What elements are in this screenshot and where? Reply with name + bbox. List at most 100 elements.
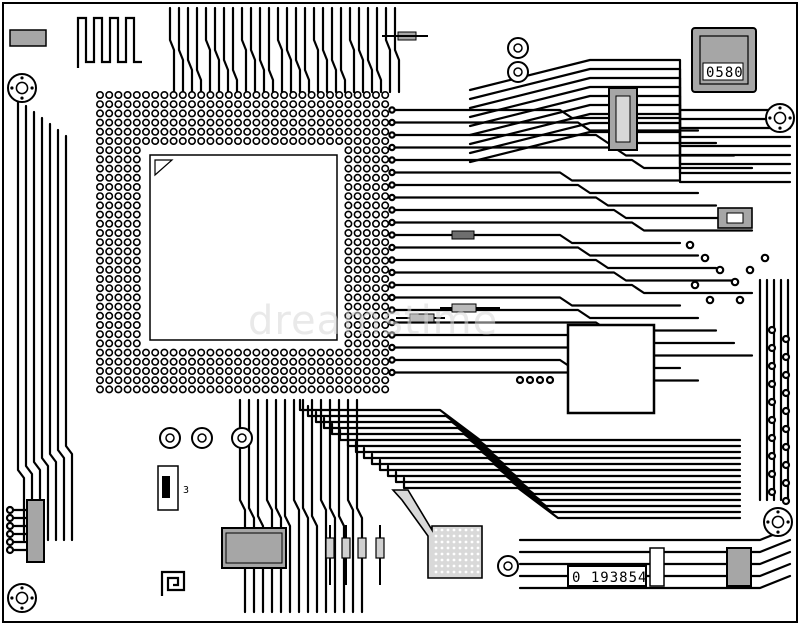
bga-pad bbox=[261, 357, 270, 366]
bga-pad bbox=[151, 385, 160, 394]
via bbox=[781, 424, 791, 434]
grid-pad bbox=[476, 528, 480, 532]
via bbox=[767, 415, 777, 425]
bga-pad bbox=[178, 109, 187, 118]
trace bbox=[390, 321, 718, 332]
bga-pad bbox=[142, 348, 151, 357]
bga-pad bbox=[344, 265, 353, 274]
bga-pad bbox=[206, 385, 215, 394]
bga-pad bbox=[224, 385, 233, 394]
bga-pad bbox=[123, 201, 132, 210]
trace bbox=[357, 6, 365, 94]
bga-pad bbox=[362, 137, 371, 146]
bga-pad bbox=[215, 137, 224, 146]
bga-pad bbox=[197, 348, 206, 357]
bga-pad bbox=[188, 366, 197, 375]
bga-pad bbox=[96, 385, 105, 394]
bga-pad bbox=[169, 385, 178, 394]
bga-pad bbox=[234, 385, 243, 394]
bga-pad bbox=[344, 173, 353, 182]
bga-pad bbox=[353, 265, 362, 274]
bga-pad bbox=[362, 229, 371, 238]
bga-pad bbox=[105, 183, 114, 192]
bga-pad bbox=[114, 155, 123, 164]
bga-pad bbox=[261, 100, 270, 109]
bga-pad bbox=[344, 284, 353, 293]
bga-pad bbox=[96, 155, 105, 164]
bga-pad bbox=[362, 357, 371, 366]
bga-pad bbox=[371, 348, 380, 357]
bga-pad bbox=[279, 357, 288, 366]
bga-pad bbox=[261, 109, 270, 118]
grid-pad bbox=[458, 540, 462, 544]
bga-pad bbox=[381, 366, 390, 375]
bga-pad bbox=[105, 118, 114, 127]
bga-pad bbox=[105, 164, 114, 173]
grid-pad bbox=[446, 528, 450, 532]
bga-pad bbox=[344, 100, 353, 109]
bga-pad bbox=[362, 210, 371, 219]
trace bbox=[394, 470, 742, 514]
bga-pad bbox=[362, 348, 371, 357]
via bbox=[388, 106, 396, 114]
bga-pad bbox=[142, 91, 151, 100]
bga-pad bbox=[381, 155, 390, 164]
bga-pad bbox=[307, 376, 316, 385]
bga-pad bbox=[123, 265, 132, 274]
bga-pad bbox=[96, 247, 105, 256]
component-3: 3 bbox=[157, 465, 189, 511]
bga-pad bbox=[381, 219, 390, 228]
bga-pad bbox=[114, 146, 123, 155]
bga-pad bbox=[353, 385, 362, 394]
grid-pad bbox=[446, 570, 450, 574]
bga-pad bbox=[123, 293, 132, 302]
grid-pad bbox=[452, 552, 456, 556]
bga-pad bbox=[252, 366, 261, 375]
via bbox=[388, 143, 396, 152]
bga-pad bbox=[316, 118, 325, 127]
bga-pad bbox=[325, 127, 334, 136]
bga-pad bbox=[270, 118, 279, 127]
bga-pad bbox=[151, 118, 160, 127]
bga-pad bbox=[96, 210, 105, 219]
bga-pad bbox=[105, 91, 114, 100]
via bbox=[715, 265, 725, 275]
bga-pad bbox=[123, 339, 132, 348]
bga-pad bbox=[353, 348, 362, 357]
grid-pad bbox=[434, 546, 438, 550]
bga-pad bbox=[132, 348, 141, 357]
bga-pad bbox=[289, 348, 298, 357]
trace bbox=[48, 122, 58, 542]
bga-pad bbox=[178, 100, 187, 109]
bga-pad bbox=[151, 348, 160, 357]
bga-pad bbox=[105, 238, 114, 247]
bga-pad bbox=[371, 238, 380, 247]
bga-pad bbox=[325, 137, 334, 146]
trace bbox=[298, 398, 742, 442]
trace bbox=[390, 158, 754, 170]
bga-pad bbox=[279, 348, 288, 357]
bga-pad bbox=[344, 293, 353, 302]
trace bbox=[292, 398, 301, 614]
grid-pad bbox=[440, 558, 444, 562]
bga-pad bbox=[381, 339, 390, 348]
bga-pad bbox=[105, 247, 114, 256]
bga-pad bbox=[252, 91, 261, 100]
bga-pad bbox=[362, 109, 371, 118]
bga-pad bbox=[123, 311, 132, 320]
bga-pad bbox=[298, 100, 307, 109]
bga-pad bbox=[279, 100, 288, 109]
bga-pad bbox=[132, 127, 141, 136]
bga-pad bbox=[160, 137, 169, 146]
bga-pad bbox=[96, 219, 105, 228]
bga-pad bbox=[132, 229, 141, 238]
bga-pad bbox=[353, 366, 362, 375]
bga-pad bbox=[234, 109, 243, 118]
grid-pad bbox=[434, 564, 438, 568]
via bbox=[767, 487, 777, 497]
bga-pad bbox=[188, 376, 197, 385]
trace bbox=[186, 6, 194, 94]
bga-pad bbox=[381, 192, 390, 201]
bga-pad bbox=[261, 137, 270, 146]
bga-pad bbox=[160, 109, 169, 118]
